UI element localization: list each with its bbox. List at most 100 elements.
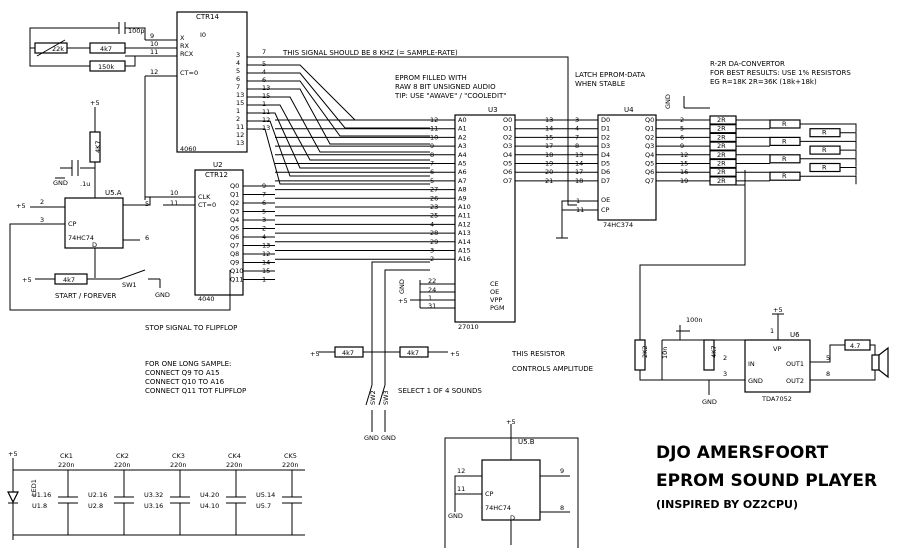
- ctr14-side-pin: 13: [262, 124, 270, 132]
- ctr14-rx-label: RX: [180, 42, 190, 50]
- u3-addr-label: A4: [458, 151, 467, 159]
- dac-r-label: R: [782, 137, 787, 145]
- u5a-pin-3: 3: [40, 216, 44, 224]
- dac-2r-label: 2R: [717, 133, 726, 141]
- vcc-start: +5: [22, 276, 32, 284]
- wire: [800, 140, 857, 150]
- ctr12-pin-11: 11: [170, 199, 178, 207]
- eprom-address-pins: A012A111A210A39A48A57A66A75A827A926A1023…: [275, 116, 471, 263]
- sample-rate-note: THIS SIGNAL SHOULD BE 8 KHZ (= SAMPLE-RA…: [282, 49, 458, 57]
- c-1u-value: .1u: [80, 180, 90, 188]
- ctr14-side-pin: 13: [262, 84, 270, 92]
- ctr14-side-pin: 6: [262, 76, 266, 84]
- decoupling-cap-value: 220n: [226, 461, 243, 469]
- decoupling-cap-value: 220n: [58, 461, 75, 469]
- latch-note-1: LATCH EPROM-DATA: [575, 71, 645, 79]
- amp-u6: U6 VP IN GND OUT1 OUT2 TDA7052 +5 4.7: [744, 306, 889, 403]
- ctr12-out-label: Q2: [230, 199, 239, 207]
- decoupling-cap-value: 220n: [282, 461, 299, 469]
- vcc-u5b: +5: [506, 418, 516, 426]
- u3-addr-label: A5: [458, 160, 467, 168]
- u5b-cp: CP: [485, 490, 494, 498]
- u3-addr-label: A12: [458, 220, 471, 228]
- start-note: START / FOREVER: [55, 292, 116, 300]
- ctr14-out-pin: 1: [236, 107, 240, 115]
- flipflop-u5b: U5.B CP 74HC74 D 12 11 9 8 +5 GND: [444, 418, 579, 548]
- u3-vpp: VPP: [490, 296, 502, 304]
- amp-pin-2: 2: [723, 354, 727, 362]
- eprom-note-2: RAW 8 BIT UNSIGNED AUDIO: [395, 83, 496, 91]
- ctr14-side-pin: 1: [262, 100, 266, 108]
- u3-addr-label: A9: [458, 194, 467, 202]
- u3-ce: CE: [490, 280, 499, 288]
- dac-note-3: EG R=18K 2R=36K (18k+18k): [710, 78, 817, 86]
- u3-data-label: O4: [503, 151, 512, 159]
- supply-pin-label: U3.32: [144, 491, 163, 499]
- ctr12-out-label: Q10: [230, 267, 243, 275]
- ctr14-out-pin: 7: [236, 83, 240, 91]
- ctr14-side-pin: 5: [262, 60, 266, 68]
- r-start-value: 4k7: [63, 276, 75, 284]
- u5a-cp: CP: [68, 220, 77, 228]
- ctr14-side-pin: 15: [262, 92, 270, 100]
- u4-d-label: D3: [601, 142, 610, 150]
- ctr12-out-label: Q6: [230, 233, 239, 241]
- gnd-start: GND: [155, 291, 170, 299]
- ctr14-out-pin: 6: [236, 75, 240, 83]
- r-4k7-value: 4K7: [94, 140, 102, 153]
- u4-d-label: D6: [601, 168, 610, 176]
- gnd-sw2: GND: [364, 434, 379, 442]
- supply-pin-label: U4.10: [200, 502, 219, 510]
- u6-vp: VP: [773, 345, 781, 353]
- decoupling-cap-name: CK1: [60, 452, 73, 460]
- u3-pin-22: 22: [428, 277, 436, 285]
- vcc-sel-right: +5: [450, 350, 460, 358]
- sound-select: +5 4k7 4k7 +5 SW2 SW3 GND GND: [310, 261, 460, 442]
- ctr14-x-label: X: [180, 34, 185, 42]
- decoupling-cap-name: CK4: [228, 452, 241, 460]
- ctr14-out-pin: 4: [236, 59, 240, 67]
- vcc-u5a-d: +5: [16, 202, 26, 210]
- dac-gnd: GND: [664, 94, 672, 109]
- u4-q-label: Q1: [645, 125, 654, 133]
- ctr12-part: 4040: [198, 295, 215, 303]
- u5a-part: 74HC74: [68, 234, 94, 242]
- dac-2r-label: 2R: [717, 151, 726, 159]
- u3-data-label: O1: [503, 125, 512, 133]
- osc-r1: [89, 42, 126, 54]
- latch-u4: U4 74HC374 OE CP LATCH EPROM-DATA WHEN S…: [556, 71, 657, 239]
- dac-note-2: FOR BEST RESULTS: USE 1% RESISTORS: [710, 69, 851, 77]
- long-note-1: FOR ONE LONG SAMPLE:: [145, 360, 231, 368]
- speaker-cone: [878, 346, 889, 379]
- ctr14-out-pin: 12: [236, 131, 244, 139]
- u4-oe: OE: [601, 196, 610, 204]
- ctr12-pin-10: 10: [170, 189, 178, 197]
- long-note-2: CONNECT Q9 TO A15: [145, 369, 220, 377]
- ctr14-pin-12: 12: [150, 68, 158, 76]
- dac-r-label: R: [822, 129, 827, 137]
- ctr14-outputs: 3 4 5 6 7 13 15 1 2 11 12 13 7 5 4 6 13 …: [236, 48, 270, 147]
- vcc-rail: +5: [8, 450, 18, 458]
- gnd-eprom: GND: [398, 279, 406, 294]
- reset-network: +5 4K7 .1u GND +5: [16, 99, 102, 210]
- c-10n-value: 10n: [661, 347, 669, 359]
- resistor-note-2: CONTROLS AMPLITUDE: [512, 365, 593, 373]
- r-speaker-value: 4.7: [850, 342, 860, 350]
- vcc-eprom: +5: [398, 297, 408, 305]
- u5b-d: D: [510, 514, 515, 522]
- u3-addr-label: A0: [458, 116, 467, 124]
- supply-pin-label: U3.16: [144, 502, 163, 510]
- u5a-pin-5: 5: [145, 200, 149, 208]
- long-note-4: CONNECT Q11 TOT FLIPFLOP: [145, 387, 246, 395]
- r-sel-right-value: 4k7: [407, 349, 419, 357]
- supply-pin-label: U1.16: [32, 491, 51, 499]
- supply-pin-label: U2.8: [88, 502, 103, 510]
- u5a-ref: U5.A: [105, 189, 122, 197]
- speaker-icon: [871, 354, 880, 371]
- u3-addr-label: A10: [458, 203, 471, 211]
- ctr12-out-label: Q1: [230, 191, 239, 199]
- ctr12-ct: CT=0: [198, 201, 216, 209]
- ctr12-out-label: Q11: [230, 276, 243, 284]
